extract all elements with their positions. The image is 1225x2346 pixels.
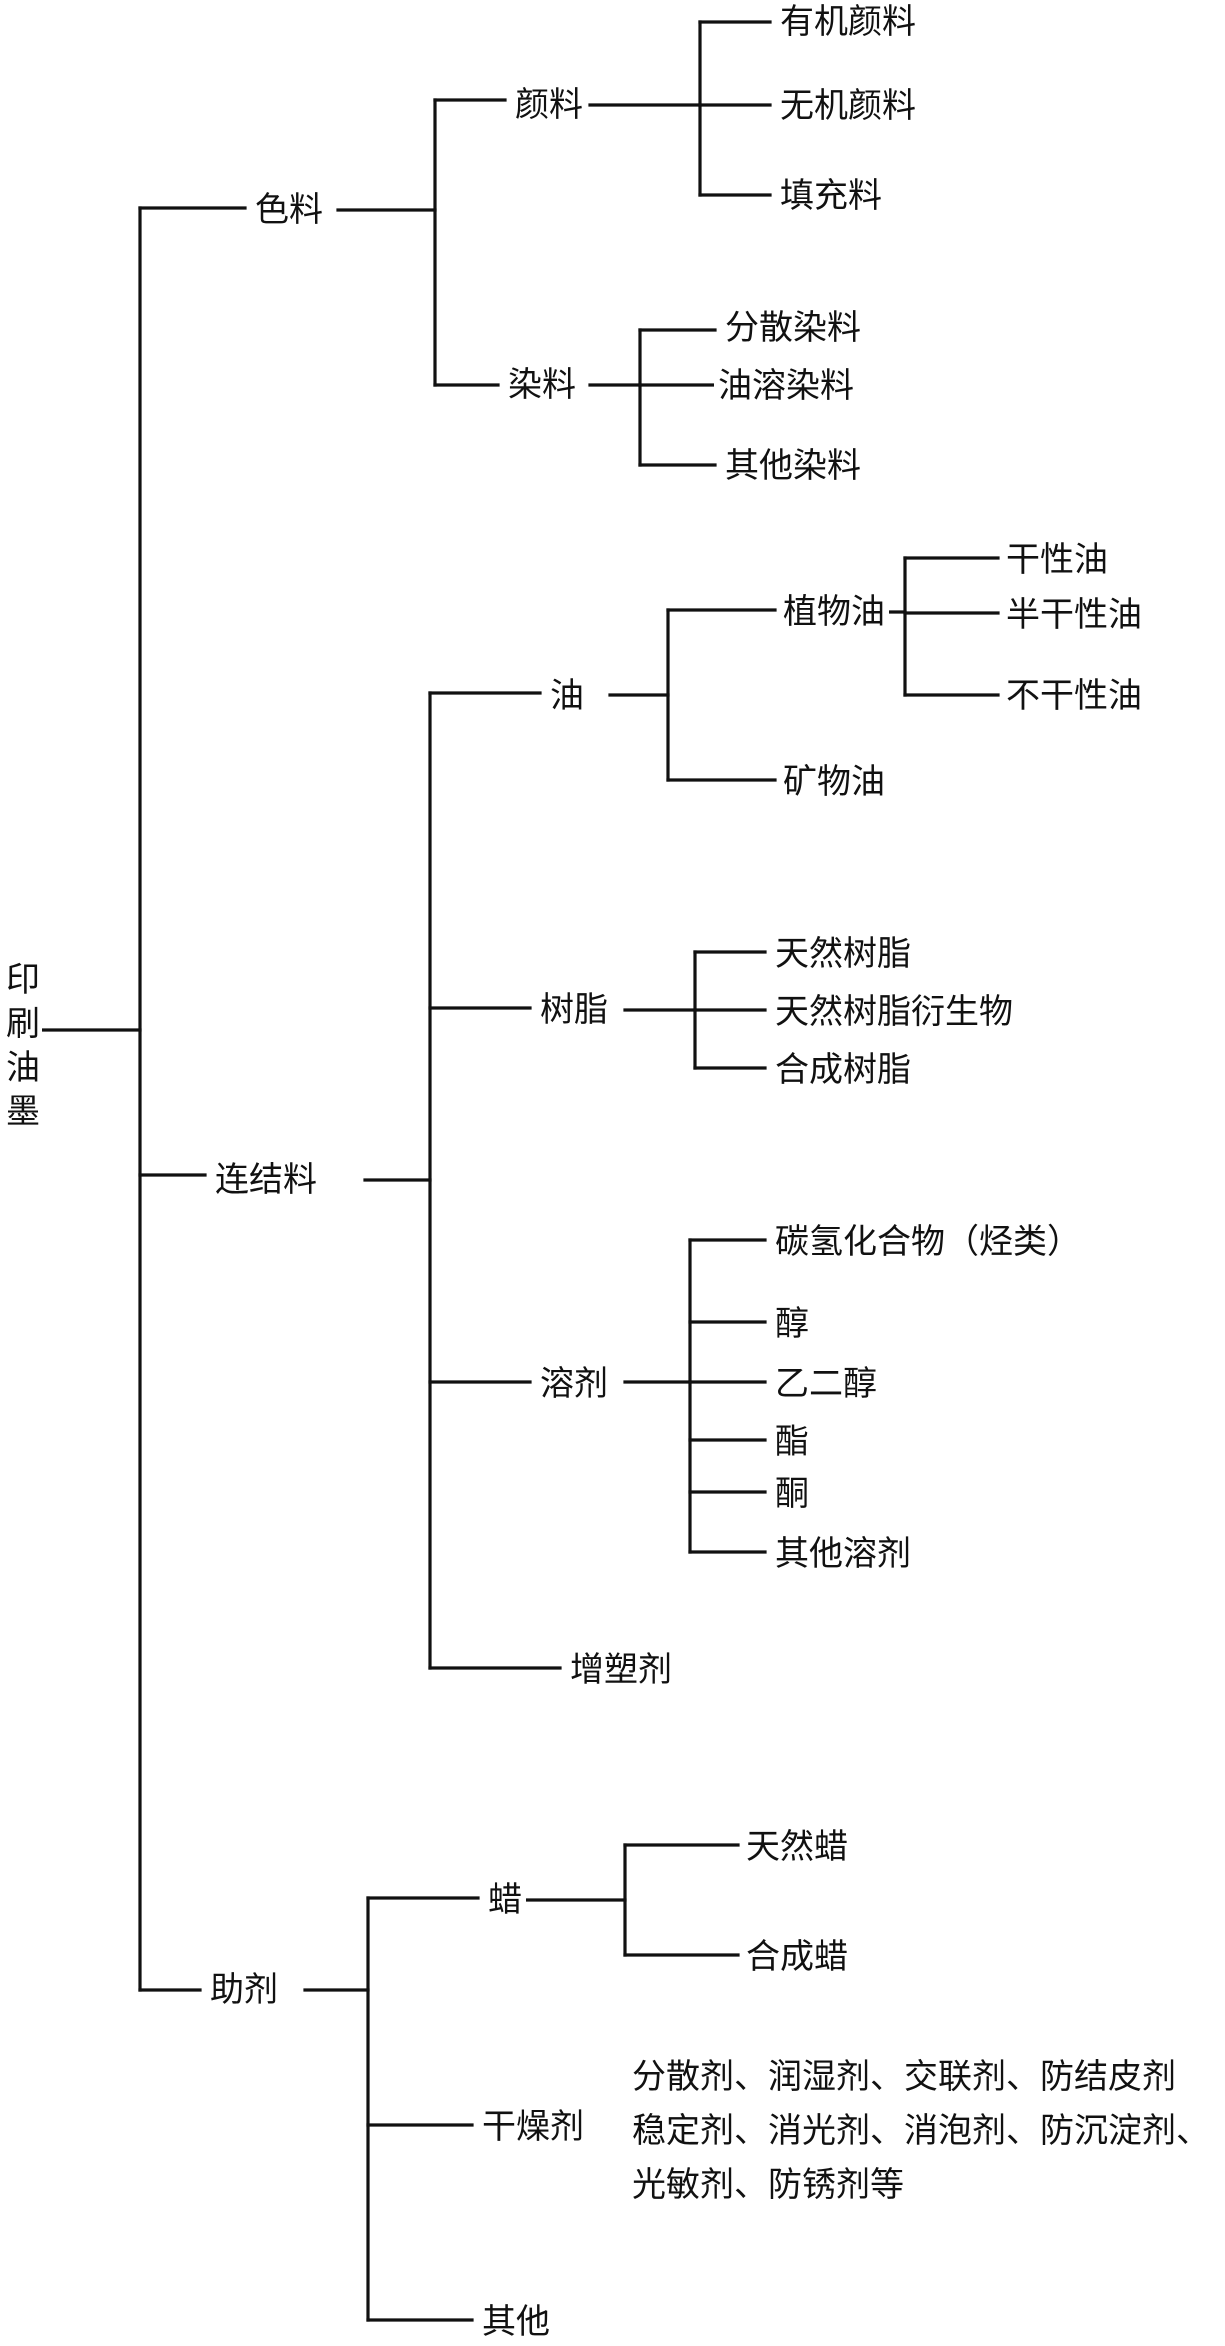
solvent-leaf: 酮 <box>771 1474 813 1514</box>
solvent-leaf: 碳氢化合物（烃类） <box>771 1222 1085 1262</box>
vegetable-oil-leaf: 不干性油 <box>1002 676 1146 716</box>
vegetable-oil-leaf: 干性油 <box>1002 540 1112 580</box>
dye-leaf: 分散染料 <box>721 308 865 348</box>
vehicle-node: 连结料 <box>211 1160 321 1200</box>
solvent-leaf: 醇 <box>771 1304 813 1344</box>
oil-leaf: 矿物油 <box>779 762 889 802</box>
colorant-node: 色料 <box>251 190 327 230</box>
dye-leaf: 油溶染料 <box>714 366 858 406</box>
resin-leaf: 天然树脂 <box>771 934 915 974</box>
resin-leaf: 合成树脂 <box>771 1050 915 1090</box>
root-node-label: 印刷油墨 <box>4 958 42 1134</box>
wax-leaf: 合成蜡 <box>742 1937 852 1977</box>
pigment-leaf: 无机颜料 <box>776 86 920 126</box>
vegetable-oil-leaf: 半干性油 <box>1002 595 1146 635</box>
other-additives-line: 光敏剂、防锈剂等 <box>632 2165 904 2205</box>
other-additives-list: 分散剂、润湿剂、交联剂、防结皮剂 稳定剂、消光剂、消泡剂、防沉淀剂、 光敏剂、防… <box>632 2050 1222 2212</box>
oil-node: 油 <box>546 676 588 716</box>
other-node: 其他 <box>478 2302 554 2342</box>
wax-node: 蜡 <box>484 1880 526 1920</box>
vegetable-oil-node: 植物油 <box>779 592 889 632</box>
pigment-leaf: 填充料 <box>776 176 886 216</box>
drier-node: 干燥剂 <box>478 2107 588 2147</box>
additive-node: 助剂 <box>206 1970 282 2010</box>
solvent-leaf: 乙二醇 <box>771 1364 881 1404</box>
dye-node: 染料 <box>504 365 580 405</box>
dye-leaf: 其他染料 <box>721 446 865 486</box>
resin-node: 树脂 <box>536 990 612 1030</box>
wax-leaf: 天然蜡 <box>742 1827 852 1867</box>
other-additives-line: 分散剂、润湿剂、交联剂、防结皮剂 <box>632 2057 1176 2097</box>
pigment-node: 颜料 <box>511 85 587 125</box>
resin-leaf: 天然树脂衍生物 <box>771 992 1017 1032</box>
solvent-leaf: 酯 <box>771 1422 813 1462</box>
plasticizer-node: 增塑剂 <box>566 1650 676 1690</box>
solvent-node: 溶剂 <box>536 1364 612 1404</box>
pigment-leaf: 有机颜料 <box>776 2 920 42</box>
other-additives-line: 稳定剂、消光剂、消泡剂、防沉淀剂、 <box>632 2111 1210 2151</box>
solvent-leaf: 其他溶剂 <box>771 1534 915 1574</box>
